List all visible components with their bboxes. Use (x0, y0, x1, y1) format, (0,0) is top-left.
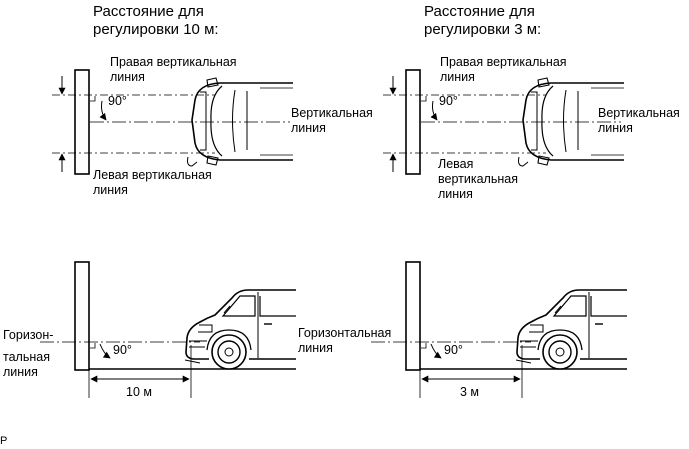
left-vertical-label-1: Вертикальная (291, 106, 373, 120)
right-right-vertical-label-1: Правая вертикальная (440, 55, 567, 69)
right-title-line1: Расстояние для (424, 3, 535, 20)
left-vertical-label-2: линия (291, 121, 326, 135)
right-left-vertical-label-2: вертикальная (438, 172, 518, 186)
left-right-vertical-label-1: Правая вертикальная (110, 55, 237, 69)
right-vertical-label-2: линия (598, 121, 633, 135)
right-distance-label: 3 м (460, 385, 480, 399)
left-horizontal-label-2: тальная (3, 350, 50, 364)
right-horizontal-label-1: Горизонтальная (298, 326, 392, 340)
screen-top-right (405, 69, 421, 175)
screen-side-right (405, 261, 421, 371)
left-angle-top-label: 90° (108, 94, 127, 108)
left-left-vertical-label-2: линия (93, 183, 128, 197)
left-horizontal-label-3: линия (3, 365, 38, 379)
right-horizontal-label-2: линия (298, 341, 333, 355)
left-title-line1: Расстояние для (93, 3, 204, 20)
right-right-vertical-label-2: линия (440, 70, 475, 84)
screen-top-left (74, 69, 90, 175)
corner-mark: P (0, 435, 8, 447)
right-left-vertical-label-1: Левая (438, 157, 474, 171)
right-title-line2: регулировки 3 м: (424, 21, 542, 38)
screen-side-left (74, 261, 90, 371)
right-left-vertical-label-3: линия (438, 187, 473, 201)
van-side-view (515, 289, 628, 370)
van-side-view (184, 289, 297, 370)
left-panel (40, 69, 297, 398)
left-left-vertical-label-1: Левая вертикальная (93, 168, 212, 182)
right-angle-top-label: 90° (439, 94, 458, 108)
right-angle-bottom-label: 90° (444, 343, 463, 357)
left-right-vertical-label-2: линия (110, 70, 145, 84)
right-panel (371, 69, 628, 398)
left-angle-bottom-label: 90° (113, 343, 132, 357)
right-vertical-label-1: Вертикальная (598, 106, 680, 120)
left-horizontal-label-1: Горизон- (3, 328, 54, 342)
left-title-line2: регулировки 10 м: (93, 21, 219, 38)
left-distance-label: 10 м (126, 385, 152, 399)
